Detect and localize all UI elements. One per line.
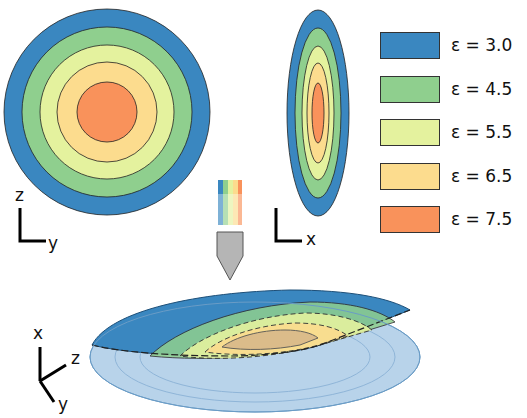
legend-label: ε = 5.5 xyxy=(451,124,512,141)
3d-cutaway xyxy=(90,290,420,412)
pointer-arrow xyxy=(217,232,243,280)
ellipse-cross-section xyxy=(287,10,349,216)
legend-swatch xyxy=(380,119,440,146)
legend-label: ε = 3.0 xyxy=(451,37,512,54)
legend-label: ε = 6.5 xyxy=(451,168,512,185)
circle-cross-section xyxy=(4,9,210,215)
axis-label: y xyxy=(58,396,68,413)
legend-swatch xyxy=(380,206,440,233)
legend-swatch xyxy=(380,76,440,103)
legend-swatch xyxy=(380,163,440,190)
axis-label: z xyxy=(71,350,80,367)
legend-label: ε = 4.5 xyxy=(451,81,512,98)
legend-swatch xyxy=(380,32,440,59)
axis-label: x xyxy=(306,231,316,248)
axis-label: x xyxy=(33,325,43,342)
axis-label: y xyxy=(48,235,58,252)
legend-label: ε = 7.5 xyxy=(451,211,512,228)
layer-strip xyxy=(218,180,242,225)
axis-label: z xyxy=(15,187,24,204)
